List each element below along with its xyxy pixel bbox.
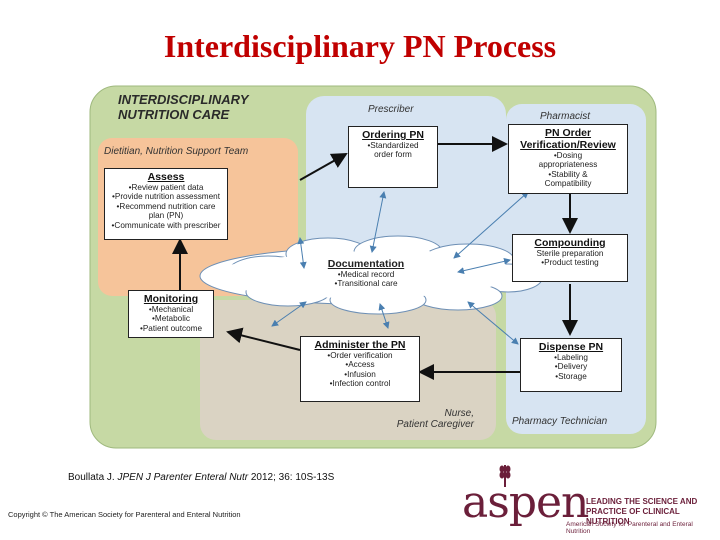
verification-item: Compatibility bbox=[544, 179, 592, 189]
citation-ref: 2012; 36: 10S-13S bbox=[250, 472, 335, 483]
logo-wordmark: aspen bbox=[462, 477, 589, 528]
compounding-item: Sterile preparation bbox=[536, 249, 604, 258]
dispense-item: •Storage bbox=[555, 371, 587, 381]
administer-box: Administer the PN •Order verification •A… bbox=[300, 336, 420, 402]
logo-tagline-2: PRACTICE OF CLINICAL NUTRITION bbox=[586, 507, 680, 526]
verification-item: appropriateness bbox=[538, 160, 598, 170]
documentation-cloud bbox=[199, 235, 543, 315]
dispense-box: Dispense PN •Labeling •Delivery •Storage bbox=[520, 338, 622, 392]
process-arrows bbox=[172, 136, 578, 380]
nutrition-care-heading: INTERDISCIPLINARY NUTRITION CARE bbox=[118, 92, 249, 122]
ordering-pn-title: Ordering PN bbox=[362, 129, 424, 141]
aspen-logo: aspen LEADING THE SCIENCE AND PRACTICE O… bbox=[458, 465, 716, 535]
logo-tagline-1: LEADING THE SCIENCE AND bbox=[586, 497, 698, 506]
assess-item: •Review patient data bbox=[128, 183, 204, 192]
nurse-label-line-1: Nurse, bbox=[444, 408, 474, 419]
prescriber-label: Prescriber bbox=[368, 104, 414, 115]
ordering-pn-item: •Standardized bbox=[367, 141, 419, 150]
compounding-title: Compounding bbox=[534, 237, 606, 249]
administer-item: •Infusion bbox=[344, 369, 376, 379]
verification-item: •Stability & bbox=[548, 169, 588, 179]
administer-item: •Infection control bbox=[329, 379, 391, 389]
pharmacy-tech-label: Pharmacy Technician bbox=[512, 416, 608, 427]
documentation-arrows bbox=[271, 191, 529, 345]
assess-item: •Communicate with prescriber bbox=[111, 220, 221, 230]
monitoring-box: Monitoring •Mechanical •Metabolic •Patie… bbox=[128, 290, 214, 338]
administer-title: Administer the PN bbox=[314, 339, 406, 351]
nurse-label-line-2: Patient Caregiver bbox=[396, 419, 474, 430]
logo-subtitle: American Society for Parenteral and Ente… bbox=[566, 521, 693, 535]
administer-item: •Access bbox=[345, 360, 375, 370]
documentation-item: •Medical record bbox=[337, 270, 395, 279]
administer-item: •Order verification bbox=[327, 351, 393, 360]
wheat-icon bbox=[499, 465, 511, 487]
ordering-pn-item: order form bbox=[374, 150, 412, 160]
verification-box: PN Order Verification/Review •Dosing app… bbox=[508, 124, 628, 194]
assess-title: Assess bbox=[147, 171, 185, 183]
verification-title-1: PN Order bbox=[544, 127, 592, 139]
verification-item: •Dosing bbox=[553, 151, 583, 160]
monitoring-item: •Mechanical bbox=[148, 305, 194, 314]
assess-item: plan (PN) bbox=[148, 211, 184, 221]
verification-title-2: Verification/Review bbox=[520, 139, 616, 151]
dietitian-label: Dietitian, Nutrition Support Team bbox=[104, 146, 249, 157]
dispense-item: •Delivery bbox=[554, 362, 588, 372]
documentation-text: Documentation •Medical record •Transitio… bbox=[316, 258, 416, 289]
citation-author: Boullata J. bbox=[68, 472, 115, 483]
nurse-label: Nurse, Patient Caregiver bbox=[386, 408, 474, 430]
citation-journal: JPEN J Parenter Enteral Nutr bbox=[117, 472, 249, 483]
assess-item: •Provide nutrition assessment bbox=[112, 192, 220, 202]
copyright: Copyright © The American Society for Par… bbox=[8, 510, 241, 519]
dispense-title: Dispense PN bbox=[538, 341, 604, 353]
documentation-item: •Transitional care bbox=[334, 279, 398, 289]
heading-line-2: NUTRITION CARE bbox=[118, 107, 230, 122]
dispense-item: •Labeling bbox=[554, 353, 588, 362]
ordering-pn-box: Ordering PN •Standardized order form bbox=[348, 126, 438, 188]
monitoring-title: Monitoring bbox=[143, 293, 199, 305]
assess-item: •Recommend nutrition care bbox=[116, 201, 216, 211]
pn-process-diagram: INTERDISCIPLINARY NUTRITION CARE Prescri… bbox=[88, 82, 658, 452]
pharmacist-label: Pharmacist bbox=[540, 111, 591, 122]
monitoring-item: •Patient outcome bbox=[139, 323, 203, 333]
page-title: Interdisciplinary PN Process bbox=[163, 28, 557, 64]
heading-line-1: INTERDISCIPLINARY bbox=[118, 92, 249, 107]
compounding-box: Compounding Sterile preparation •Product… bbox=[512, 234, 628, 282]
citation: Boullata J. JPEN J Parenter Enteral Nutr… bbox=[68, 472, 334, 483]
logo-tagline: LEADING THE SCIENCE AND PRACTICE OF CLIN… bbox=[586, 497, 716, 527]
monitoring-item: •Metabolic bbox=[152, 314, 190, 324]
compounding-item: •Product testing bbox=[541, 258, 599, 268]
assess-box: Assess •Review patient data •Provide nut… bbox=[104, 168, 228, 240]
documentation-title: Documentation bbox=[327, 258, 405, 270]
